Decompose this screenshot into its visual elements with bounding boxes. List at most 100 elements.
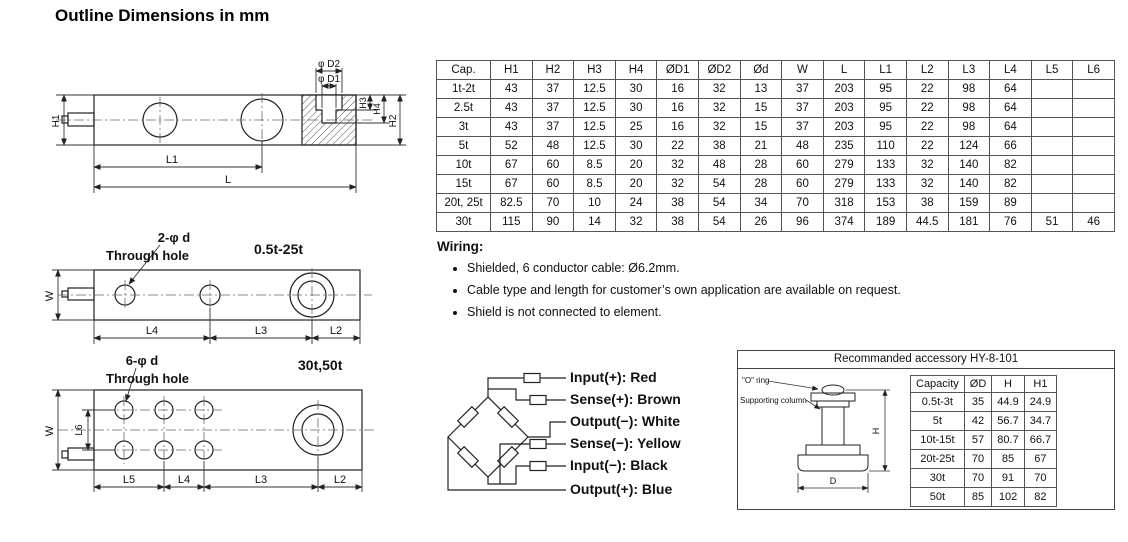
column-header: Ød xyxy=(739,60,783,80)
through-hole-label: Through hole xyxy=(106,371,189,386)
table-cell: 48 xyxy=(781,136,824,156)
table-cell: 10t xyxy=(436,155,491,175)
wire-output-minus xyxy=(528,421,566,438)
table-cell xyxy=(1072,174,1115,194)
table-cell: 32 xyxy=(656,155,699,175)
table-cell: 140 xyxy=(947,155,991,175)
centerlines xyxy=(56,93,372,147)
wire-label-input-plus: Input(+): Red xyxy=(570,369,657,385)
table-cell: 24.9 xyxy=(1023,392,1058,412)
table-cell: 20t-25t xyxy=(910,449,965,469)
table-cell: 56.7 xyxy=(991,411,1025,431)
column-header: H1 xyxy=(1023,375,1058,393)
table-cell: 0.5t-3t xyxy=(910,392,965,412)
table-cell: 30t xyxy=(910,468,965,488)
table-cell: 54 xyxy=(697,174,741,194)
column-header: L1 xyxy=(864,60,907,80)
table-cell: 38 xyxy=(656,212,699,232)
column-header: L3 xyxy=(947,60,991,80)
table-cell: 21 xyxy=(739,136,783,156)
bridge-circuit xyxy=(447,372,566,491)
wire-output-plus xyxy=(447,437,566,491)
table-cell: 26 xyxy=(739,212,783,232)
table-cell: 13 xyxy=(739,79,783,99)
strain-gauges xyxy=(456,405,520,469)
table-cell: 90 xyxy=(531,212,575,232)
table-cell: 15 xyxy=(739,117,783,137)
column-header: L2 xyxy=(905,60,949,80)
dim-label-w: W xyxy=(44,425,56,436)
dim-label-h3: H3 xyxy=(358,97,368,109)
table-cell: 37 xyxy=(531,79,575,99)
table-cell: 8.5 xyxy=(573,174,616,194)
table-cell: 22 xyxy=(905,98,949,118)
table-cell: 30 xyxy=(614,79,658,99)
table-cell xyxy=(1072,193,1115,213)
table-cell: 203 xyxy=(822,98,866,118)
table-cell: 2.5t xyxy=(436,98,491,118)
table-cell: 64 xyxy=(989,117,1032,137)
table-cell xyxy=(1030,136,1074,156)
column-header: L5 xyxy=(1030,60,1074,80)
table-cell: 203 xyxy=(822,117,866,137)
table-cell: 30 xyxy=(614,136,658,156)
table-cell: 32 xyxy=(656,174,699,194)
table-cell: 60 xyxy=(781,155,824,175)
dim-label-l2: L2 xyxy=(334,474,346,486)
table-cell: 51 xyxy=(1030,212,1074,232)
table-cell xyxy=(1030,117,1074,137)
table-cell: 8.5 xyxy=(573,155,616,175)
column-header: ØD2 xyxy=(697,60,741,80)
table-cell: 38 xyxy=(905,193,949,213)
dim-label-d: D xyxy=(830,476,837,486)
table-cell: 70 xyxy=(963,468,993,488)
table-cell: 82.5 xyxy=(490,193,533,213)
table-cell: 76 xyxy=(989,212,1032,232)
table-cell: 10 xyxy=(573,193,616,213)
table-cell: 15t xyxy=(436,174,491,194)
table-cell: 32 xyxy=(697,79,741,99)
dim-label-l6: L6 xyxy=(74,424,85,436)
table-cell: 70 xyxy=(1023,468,1058,488)
table-cell: 82 xyxy=(1023,487,1058,507)
wire-sense-plus xyxy=(488,388,566,401)
dim-label-l3: L3 xyxy=(255,474,267,486)
centerlines xyxy=(58,396,375,464)
table-cell: 10t-15t xyxy=(910,430,965,450)
dim-label-w: W xyxy=(44,290,56,301)
table-cell: 35 xyxy=(963,392,993,412)
table-cell: 52 xyxy=(490,136,533,156)
wiring-section: Wiring: Shielded, 6 conductor cable: Ø6.… xyxy=(437,239,1107,327)
wire-label-sense-minus: Sense(−): Yellow xyxy=(570,435,681,451)
table-cell: 189 xyxy=(864,212,907,232)
wiring-heading: Wiring: xyxy=(437,239,484,254)
dimension-lines xyxy=(767,380,890,493)
dimension-lines xyxy=(52,244,361,344)
list-item: Cable type and length for customer’s own… xyxy=(467,283,1107,297)
table-cell: 37 xyxy=(781,98,824,118)
bridge-wiring-diagram: Input(+): Red Sense(+): Brown Output(−):… xyxy=(447,369,681,497)
hole-count-label: 6-φ d xyxy=(126,353,158,368)
table-cell: 22 xyxy=(905,117,949,137)
table-cell: 80.7 xyxy=(991,430,1025,450)
table-cell: 98 xyxy=(947,79,991,99)
table-cell: 14 xyxy=(573,212,616,232)
table-cell: 95 xyxy=(864,79,907,99)
table-cell: 70 xyxy=(531,193,575,213)
table-cell: 60 xyxy=(781,174,824,194)
capacity-range-label: 30t,50t xyxy=(298,357,343,373)
table-cell: 110 xyxy=(864,136,907,156)
table-cell: 12.5 xyxy=(573,79,616,99)
table-cell: 98 xyxy=(947,117,991,137)
table-cell xyxy=(1072,98,1115,118)
column-header: H4 xyxy=(614,60,658,80)
table-cell: 37 xyxy=(781,117,824,137)
dimension-lines xyxy=(56,68,406,193)
table-cell: 235 xyxy=(822,136,866,156)
